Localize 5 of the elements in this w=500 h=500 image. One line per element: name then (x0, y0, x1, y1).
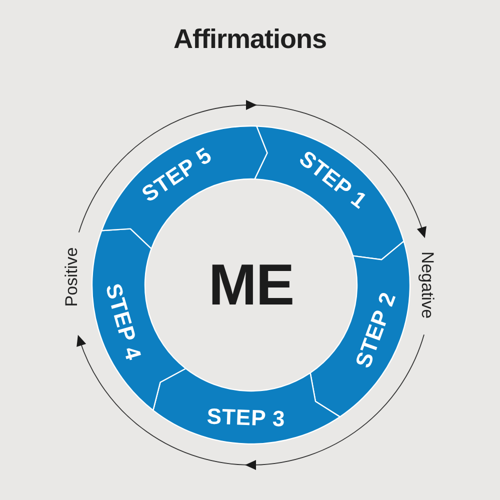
centre-label: ME (208, 252, 294, 318)
cycle-label: Positive (62, 247, 82, 307)
step-label: STEP 3 (206, 404, 286, 432)
cycle-label: Negative (417, 251, 437, 319)
diagram-title: Affirmations (172, 24, 328, 55)
